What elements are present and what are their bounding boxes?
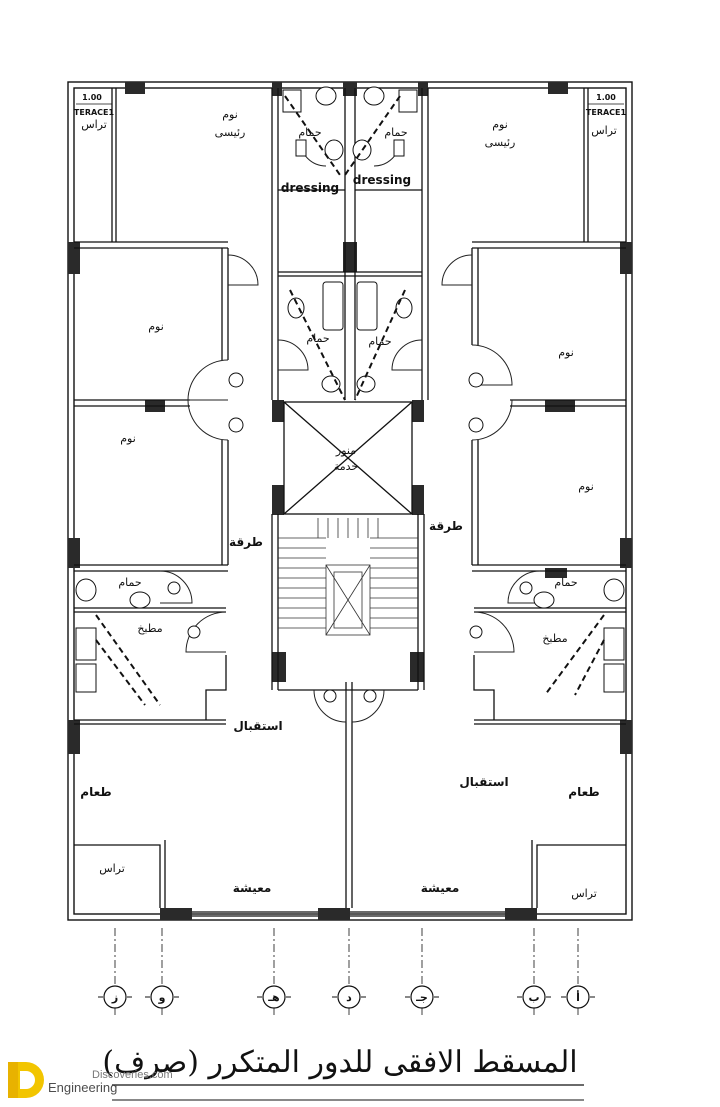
door-tags: [167, 372, 533, 703]
stair-flight: [278, 518, 418, 636]
label-terrace-bottom-left: تراس: [99, 862, 125, 875]
label-dressing-right: dressing: [353, 173, 411, 187]
interior-walls: [74, 88, 626, 917]
label-bedroom-right-1: نوم: [558, 346, 574, 359]
label-living-left: معيشة: [233, 881, 272, 895]
label-living-right: معيشة: [421, 881, 460, 895]
axis-label-z: ز: [111, 991, 118, 1004]
axis-label-h: هـ: [267, 991, 279, 1004]
brand-name: Engineering: [48, 1080, 117, 1095]
label-reception-left: استقبال: [233, 719, 282, 733]
label-reception-right: استقبال: [459, 775, 508, 789]
terrace-tag-left: TERACE1: [74, 108, 115, 117]
label-master-bed-right: نوم: [492, 118, 508, 131]
drain-lines: [95, 95, 605, 706]
label-kitchen-right: مطبخ: [542, 632, 567, 645]
terrace-dim-left-value: 1.00: [82, 93, 102, 102]
label-bedroom-left-1: نوم: [148, 320, 164, 333]
axis-label-a: أ: [576, 990, 580, 1004]
label-terrace-bottom-right: تراس: [571, 887, 597, 900]
label-dressing-left: dressing: [281, 181, 339, 195]
label-corridor-right: طرقة: [429, 519, 463, 533]
outer-walls: [67, 81, 633, 921]
axis-label-j: جـ: [415, 991, 428, 1004]
axis-label-b: ب: [528, 991, 539, 1004]
label-shaft: منور: [335, 444, 356, 457]
label-bedroom-right-2: نوم: [578, 480, 594, 493]
label-bath-mid-left: حمام: [306, 332, 329, 345]
terrace-dim-right-value: 1.00: [596, 93, 616, 102]
grid-bubbles: [103, 985, 590, 1009]
brand-site: Discoveries.com: [92, 1069, 173, 1081]
label-terrace-top-left: تراس: [81, 118, 107, 131]
label-bath-mid-right: حمام: [368, 335, 391, 348]
door-swings: [159, 139, 541, 723]
label-dining-left: طعام: [80, 785, 111, 800]
grid-axes: [114, 928, 579, 1015]
label-master-bed-right-sub: رئيسى: [485, 136, 516, 149]
label-dining-right: طعام: [568, 785, 599, 800]
axis-label-w: و: [158, 991, 166, 1004]
label-shaft-sub: خدمة: [334, 460, 358, 473]
label-kitchen-left: مطبخ: [137, 622, 162, 635]
brand-logo-icon: [8, 1062, 44, 1098]
label-bath-low-left: حمام: [118, 576, 141, 589]
label-master-bed-left-sub: رئيسى: [215, 126, 246, 139]
label-terrace-top-right: تراس: [591, 124, 617, 137]
columns: [68, 82, 632, 920]
terrace-tag-right: TERACE1: [586, 108, 627, 117]
label-master-bed-left: نوم: [222, 108, 238, 121]
label-bath-top-left: حمام: [298, 126, 321, 139]
bath-fixtures: [75, 86, 625, 693]
label-bath-low-right: حمام: [554, 576, 577, 589]
label-bedroom-left-2: نوم: [120, 432, 136, 445]
plan-title: المسقط الافقى للدور المتكرر (صرف): [102, 1045, 577, 1080]
label-corridor-left: طرقة: [229, 535, 263, 549]
label-bath-top-right: حمام: [384, 126, 407, 139]
axis-label-d: د: [346, 991, 352, 1004]
